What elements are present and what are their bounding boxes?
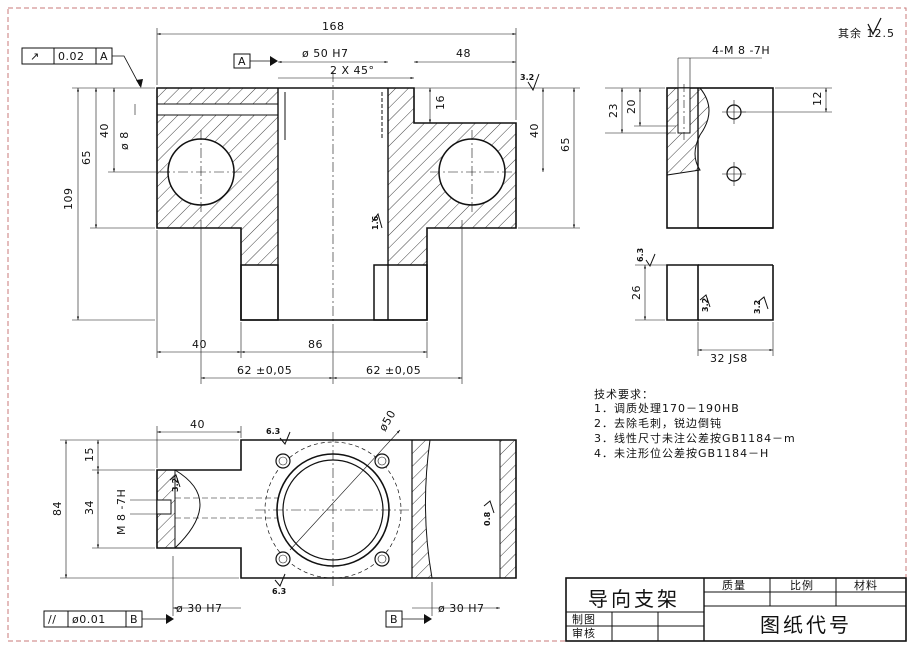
side-slot-width: 32 JS8 bbox=[710, 352, 748, 365]
datum-b-label: B bbox=[390, 613, 398, 626]
top-dim-34: 34 bbox=[83, 500, 96, 515]
front-view: 168 ø 50 H7 2 X 45° 48 109 65 40 ø 8 16 … bbox=[62, 20, 580, 384]
gtol-parallel: // ø0.01 B bbox=[43, 610, 174, 628]
dim-height-16: 16 bbox=[434, 95, 447, 110]
tech-requirements: 技术要求： 1．调质处理170－190HB 2．去除毛刺，锐边倒钝 3．线性尺寸… bbox=[594, 388, 796, 460]
dim-span-left: 62 ±0,05 bbox=[237, 364, 292, 377]
rough-bore: 1.6 bbox=[371, 215, 380, 230]
gtol-bottom-symbol: // bbox=[48, 613, 56, 626]
tech-title: 技术要求： bbox=[594, 388, 654, 401]
top-bore-left: ø 30 H7 bbox=[176, 602, 223, 615]
tech-item-1: 1．调质处理170－190HB bbox=[594, 402, 740, 415]
top-dim-50: ø50 bbox=[376, 408, 398, 434]
dim-overall-height: 109 bbox=[62, 188, 75, 211]
side-rough-b: 3.2 bbox=[701, 298, 710, 312]
top-thread-side: M 8 -7H bbox=[115, 489, 128, 535]
top-rough-b: 6.3 bbox=[272, 587, 286, 596]
tb-draw: 制图 bbox=[572, 613, 596, 626]
top-dim-40: 40 bbox=[190, 418, 205, 431]
side-dim-12: 12 bbox=[811, 91, 824, 106]
dim-bottom-86: 86 bbox=[308, 338, 323, 351]
gtol-top-symbol: ↗ bbox=[30, 50, 40, 63]
gtol-bottom-value: ø0.01 bbox=[72, 613, 106, 626]
side-dim-26: 26 bbox=[630, 285, 643, 300]
general-roughness: 其余 12.5 bbox=[838, 17, 895, 40]
gtol-top-datum: A bbox=[100, 50, 108, 63]
tb-material: 材料 bbox=[854, 578, 878, 592]
tb-check: 审核 bbox=[572, 626, 596, 640]
side-thread: 4-M 8 -7H bbox=[712, 44, 770, 57]
dim-height-65-right: 65 bbox=[559, 137, 572, 152]
dim-bottom-40: 40 bbox=[192, 338, 207, 351]
side-dim-23: 23 bbox=[607, 103, 620, 118]
dim-chamfer: 2 X 45° bbox=[330, 64, 375, 77]
tech-item-3: 3．线性尺寸未注公差按GB1184－m bbox=[594, 431, 796, 445]
tech-item-4: 4．未注形位公差按GB1184－H bbox=[594, 446, 769, 460]
top-dim-84: 84 bbox=[51, 501, 64, 516]
dim-height-40-left: 40 bbox=[98, 123, 111, 138]
dim-bore: ø 50 H7 bbox=[302, 47, 349, 60]
tb-drawing-no: 图纸代号 bbox=[760, 613, 852, 637]
dim-overall-width: 168 bbox=[322, 20, 345, 33]
side-rough-a: 6.3 bbox=[636, 248, 645, 262]
dim-height-65-left: 65 bbox=[80, 150, 93, 165]
dim-hole-dia: ø 8 bbox=[118, 131, 131, 150]
side-rough-c: 3.2 bbox=[753, 300, 762, 314]
top-rough-a: 6.3 bbox=[266, 427, 280, 436]
datum-b: B bbox=[385, 610, 432, 628]
gtol-runout: ↗ 0.02 A bbox=[21, 47, 143, 88]
title-block: 导向支架 质量 比例 材料 制图 审核 图纸代号 bbox=[565, 577, 907, 642]
tb-scale: 比例 bbox=[790, 578, 814, 592]
datum-a: A bbox=[233, 53, 278, 69]
tech-item-2: 2．去除毛刺，锐边倒钝 bbox=[594, 416, 722, 430]
tb-quality: 质量 bbox=[722, 579, 746, 592]
top-rough-d: 0.8 bbox=[483, 511, 492, 526]
top-view: 40 ø50 84 15 34 M 8 -7H ø 30 H7 ø 30 H7 … bbox=[51, 408, 517, 616]
top-bore-right: ø 30 H7 bbox=[438, 602, 485, 615]
top-rough-c: 3.2 bbox=[171, 478, 180, 492]
top-dim-15: 15 bbox=[83, 447, 96, 462]
sheet-border bbox=[7, 7, 907, 642]
general-roughness-text: 其余 12.5 bbox=[838, 26, 895, 40]
datum-a-label: A bbox=[238, 55, 246, 68]
gtol-top-value: 0.02 bbox=[58, 50, 85, 63]
gtol-bottom-datum: B bbox=[130, 613, 138, 626]
dim-right-width: 48 bbox=[456, 47, 471, 60]
rough-top: 3.2 bbox=[520, 73, 534, 82]
part-name: 导向支架 bbox=[588, 587, 680, 611]
dim-height-40-right: 40 bbox=[528, 123, 541, 138]
side-dim-20: 20 bbox=[625, 99, 638, 114]
dim-span-right: 62 ±0,05 bbox=[366, 364, 421, 377]
side-view: 4-M 8 -7H 23 20 12 26 32 JS8 6.3 3.2 3.2 bbox=[605, 44, 832, 365]
